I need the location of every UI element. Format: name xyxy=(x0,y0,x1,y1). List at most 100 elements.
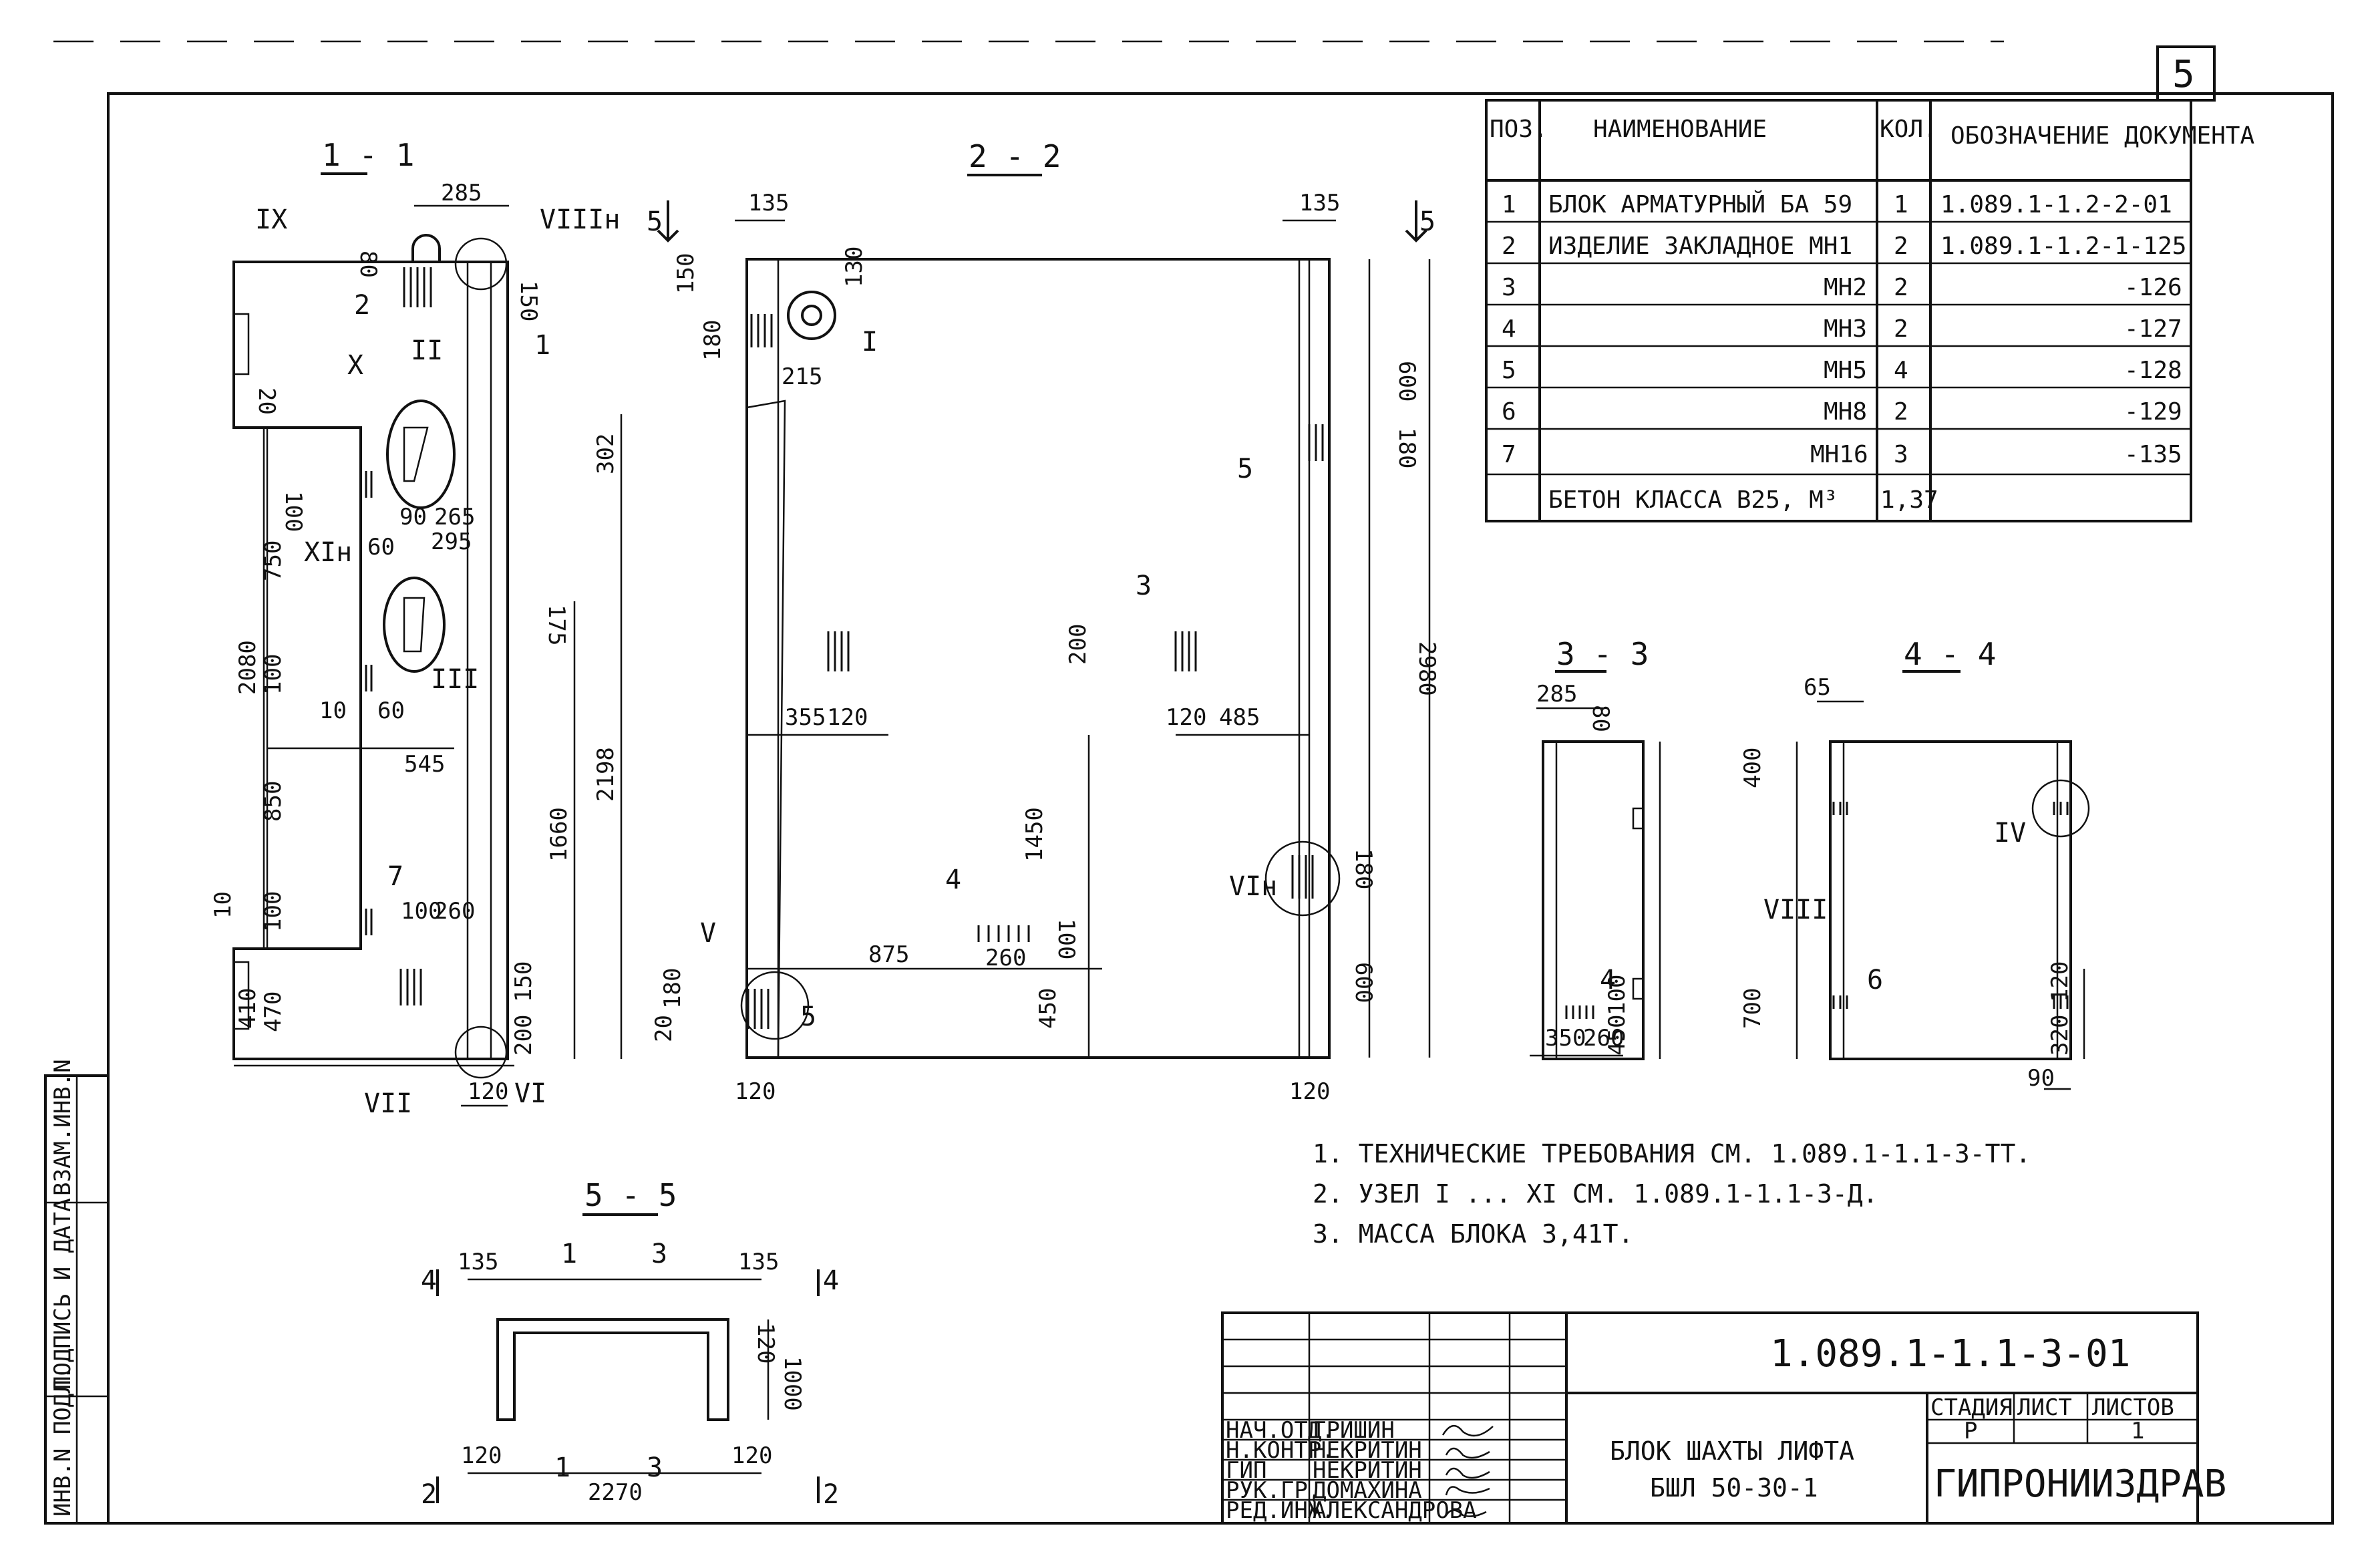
spec-header-name: НАИМЕНОВАНИЕ xyxy=(1593,116,1767,143)
section-5-5-title: 5 - 5 xyxy=(584,1177,677,1213)
dim-55-2270: 2270 xyxy=(588,1479,643,1506)
dim-11-2080: 2080 xyxy=(234,640,261,695)
spec-qty-4: 2 xyxy=(1894,315,1908,343)
pos-3-label-55b: 3 xyxy=(647,1452,663,1483)
dim-22-600b: 600 xyxy=(1350,962,1377,1003)
dim-11-260: 260 xyxy=(434,898,475,925)
dim-55-120c: 120 xyxy=(731,1442,772,1469)
stage-header: СТАДИЯ xyxy=(1930,1394,2013,1421)
staff-name-3: НЕКРИТИН xyxy=(1313,1457,1422,1484)
dim-22-120a: 120 xyxy=(827,704,868,731)
sheet-number: 5 xyxy=(2172,53,2195,96)
spec-qty-8: 1,37 xyxy=(1880,486,1938,514)
dim-11-150b: 150 xyxy=(510,961,537,1002)
dim-33-100: 100 xyxy=(1604,975,1631,1016)
organization: ГИПРОНИИЗДРАВ xyxy=(1934,1462,2226,1506)
dim-22-450: 450 xyxy=(1035,988,1061,1029)
spec-name-8: БЕТОН КЛАССА В25, М³ xyxy=(1548,486,1838,514)
spec-doc-4: -127 xyxy=(2124,315,2182,343)
dim-11-80: 80 xyxy=(355,251,381,278)
spec-pos-3: 3 xyxy=(1502,274,1516,301)
dim-11-302: 302 xyxy=(592,434,619,474)
dim-44-65: 65 xyxy=(1804,674,1831,701)
section-1-1: 1 - 1 285 8 xyxy=(210,137,623,1119)
dim-22-120d: 120 xyxy=(1289,1078,1330,1105)
pos-5-label-b: 5 xyxy=(800,1001,816,1032)
sheets-header: ЛИСТОВ xyxy=(2092,1394,2174,1421)
sheet-frame xyxy=(107,92,2334,1525)
dim-11-100b: 100 xyxy=(260,654,287,695)
dim-22-2980: 2980 xyxy=(1413,641,1440,696)
dim-44-320: 320 xyxy=(2047,1015,2073,1056)
spec-doc-5: -128 xyxy=(2124,357,2182,384)
dim-22-180a: 180 xyxy=(699,320,726,361)
note-1: 1. ТЕХНИЧЕСКИЕ ТРЕБОВАНИЯ СМ. 1.089.1-1.… xyxy=(1313,1139,2031,1168)
dim-22-200: 200 xyxy=(1065,624,1091,665)
node-ix-label: IX xyxy=(255,204,287,235)
spec-pos-6: 6 xyxy=(1502,398,1516,426)
spec-doc-3: -126 xyxy=(2124,274,2182,301)
dim-22-355: 355 xyxy=(785,704,826,731)
spec-qty-1: 1 xyxy=(1894,191,1908,218)
stamp-replace-inv: ВЗАМ.ИНВ.N xyxy=(49,1059,76,1196)
title-block: 1.089.1-1.1-3-01 БЛОК ШАХТЫ ЛИФТА БШЛ 50… xyxy=(1221,1311,2226,1525)
dim-11-90: 90 xyxy=(399,504,427,530)
opening-mid xyxy=(383,577,446,673)
dim-11-750: 750 xyxy=(260,540,287,581)
pos-1-label: 1 xyxy=(534,330,550,361)
dim-55-1000: 1000 xyxy=(779,1356,806,1411)
staff-role-3: ГИП xyxy=(1226,1457,1266,1484)
spec-header-doc: ОБОЗНАЧЕНИЕ ДОКУМЕНТА xyxy=(1950,122,2254,150)
node-viii-label: VIIIн xyxy=(540,204,620,235)
staff-name-4: ДОМАХИНА xyxy=(1313,1477,1422,1504)
notes: 1. ТЕХНИЧЕСКИЕ ТРЕБОВАНИЯ СМ. 1.089.1-1.… xyxy=(1313,1139,2031,1249)
spec-doc-1: 1.089.1-1.2-2-01 xyxy=(1940,191,2172,218)
dim-11-1660: 1660 xyxy=(546,807,572,862)
cut-2-left: 2 xyxy=(421,1479,437,1510)
dim-22-180d: 180 xyxy=(659,968,686,1009)
dim-11-545: 545 xyxy=(404,751,445,778)
pos-3-label: 3 xyxy=(1136,571,1152,601)
sheets-value: 1 xyxy=(2131,1418,2144,1444)
spec-qty-6: 2 xyxy=(1894,398,1908,426)
pos-4-label: 4 xyxy=(945,865,961,895)
spec-doc-7: -135 xyxy=(2124,441,2182,468)
dim-44-400: 400 xyxy=(1739,748,1766,788)
dim-55-135b: 135 xyxy=(738,1249,779,1275)
spec-name-1: БЛОК АРМАТУРНЫЙ БА 59 xyxy=(1548,190,1852,218)
spec-qty-7: 3 xyxy=(1894,441,1908,468)
dim-33-260: 260 xyxy=(1583,1025,1624,1052)
dim-11-120: 120 xyxy=(468,1078,508,1105)
pos-7-label: 7 xyxy=(387,861,403,892)
drawing-title-2: БШЛ 50-30-1 xyxy=(1650,1473,1818,1503)
spec-qty-5: 4 xyxy=(1894,357,1908,384)
dim-22-485: 485 xyxy=(1219,704,1260,731)
dim-22-260: 260 xyxy=(985,945,1026,971)
pos-3-label-55a: 3 xyxy=(651,1239,667,1269)
dim-11-285: 285 xyxy=(441,180,482,206)
doc-code: 1.089.1-1.1-3-01 xyxy=(1770,1332,2130,1376)
spec-header-pos: ПОЗ. xyxy=(1490,116,1548,143)
dim-11-2198: 2198 xyxy=(592,747,619,802)
spec-qty-2: 2 xyxy=(1894,232,1908,260)
stamp-sign-date: ПОДПИСЬ И ДАТА xyxy=(49,1198,76,1390)
dim-11-10a: 10 xyxy=(319,697,347,724)
pos-1-label-55b: 1 xyxy=(554,1452,570,1483)
signature-5 xyxy=(1445,1509,1487,1517)
dim-11-60a: 60 xyxy=(367,534,395,561)
note-3: 3. МАССА БЛОКА 3,41Т. xyxy=(1313,1219,1633,1249)
dim-11-100c: 100 xyxy=(260,891,287,932)
pos-4-label-33: 4 xyxy=(1600,965,1616,995)
cut-5-right: 5 xyxy=(1419,206,1435,237)
dim-22-150: 150 xyxy=(673,253,699,294)
dim-22-1450: 1450 xyxy=(1021,807,1048,862)
cut-2-right: 2 xyxy=(823,1479,839,1510)
node-viii-label-44: VIII xyxy=(1763,895,1828,925)
spec-table: ПОЗ. НАИМЕНОВАНИЕ КОЛ. ОБОЗНАЧЕНИЕ ДОКУМ… xyxy=(1485,99,2254,522)
dim-11-295: 295 xyxy=(431,528,472,555)
section-4-4-title: 4 - 4 xyxy=(1904,636,1996,672)
spec-pos-2: 2 xyxy=(1502,232,1516,260)
dim-22-180c: 180 xyxy=(1350,848,1377,889)
spec-name-7: МН16 xyxy=(1810,441,1868,468)
